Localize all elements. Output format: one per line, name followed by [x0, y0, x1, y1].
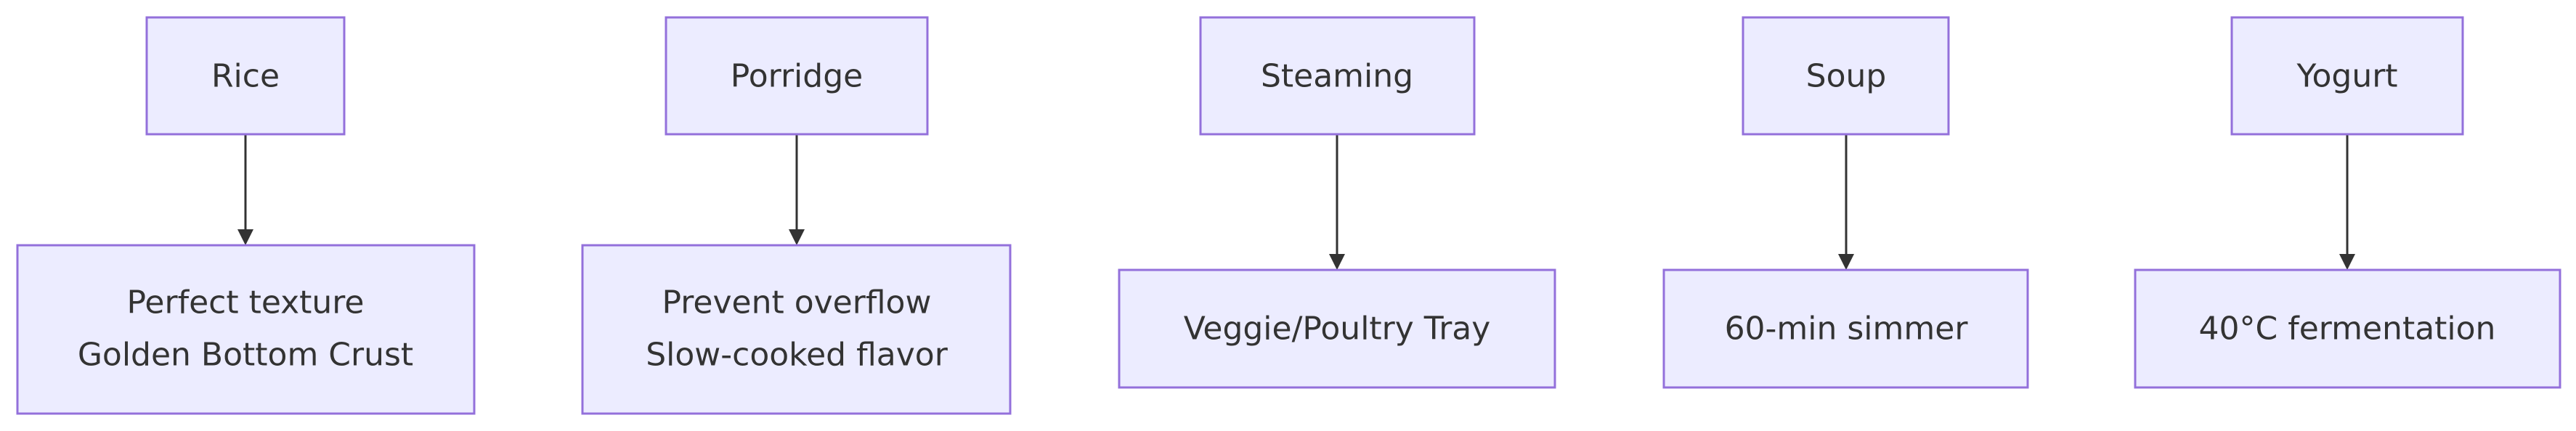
node-label-line-1: 40°C fermentation: [2199, 311, 2496, 348]
node-yogurt: Yogurt: [2230, 16, 2464, 136]
node-soup-result: 60-min simmer: [1662, 268, 2029, 389]
edge-steaming-to-result: [1329, 135, 1345, 270]
node-label-line-2: Slow-cooked flavor: [646, 337, 948, 374]
edge-porridge-to-result: [789, 135, 805, 245]
node-rice-result: Perfect texture Golden Bottom Crust: [16, 244, 476, 415]
node-label: Rice: [211, 58, 280, 95]
node-label-line-1: 60-min simmer: [1725, 311, 1969, 348]
node-label: Soup: [1806, 58, 1887, 95]
node-steaming-result: Veggie/Poultry Tray: [1118, 268, 1556, 389]
node-label: Steaming: [1261, 58, 1413, 95]
node-label: Porridge: [731, 58, 863, 95]
node-label-line-2: Golden Bottom Crust: [78, 337, 413, 374]
node-label-line-1: Prevent overflow: [662, 284, 932, 321]
node-soup: Soup: [1742, 16, 1950, 136]
node-yogurt-result: 40°C fermentation: [2134, 268, 2561, 389]
edge-yogurt-to-result: [2339, 135, 2355, 270]
node-porridge-result: Prevent overflow Slow-cooked flavor: [581, 244, 1012, 415]
node-porridge: Porridge: [665, 16, 929, 136]
edge-soup-to-result: [1838, 135, 1854, 270]
node-box: [2230, 16, 2464, 136]
node-label-line-1: Perfect texture: [126, 284, 364, 321]
arrowhead-icon: [1329, 254, 1345, 270]
node-steaming: Steaming: [1199, 16, 1476, 136]
arrowhead-icon: [1838, 254, 1854, 270]
node-box: [581, 244, 1012, 415]
node-box: [2134, 268, 2561, 389]
edge-rice-to-result: [237, 135, 253, 245]
arrowhead-icon: [2339, 254, 2355, 270]
node-box: [1118, 268, 1556, 389]
node-box: [16, 244, 476, 415]
node-label-line-1: Veggie/Poultry Tray: [1184, 311, 1491, 348]
node-rice: Rice: [145, 16, 346, 136]
arrowhead-icon: [789, 229, 805, 245]
node-box: [1742, 16, 1950, 136]
node-box: [665, 16, 929, 136]
node-box: [1662, 268, 2029, 389]
arrowhead-icon: [237, 229, 253, 245]
node-box: [145, 16, 346, 136]
node-label: Yogurt: [2296, 58, 2397, 95]
node-box: [1199, 16, 1476, 136]
